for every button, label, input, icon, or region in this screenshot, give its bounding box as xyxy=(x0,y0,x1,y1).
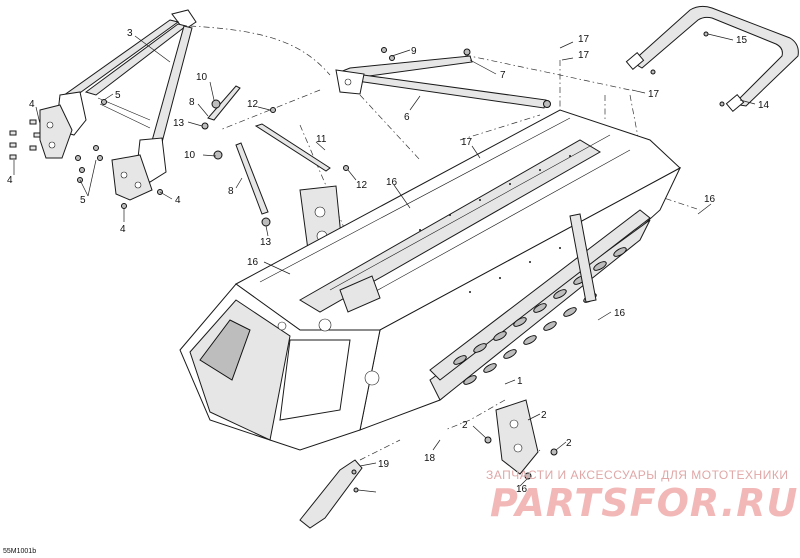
rear-plate xyxy=(484,399,558,480)
callout-16: 16 xyxy=(614,308,626,319)
side-guard xyxy=(299,459,363,529)
callout-2: 2 xyxy=(462,420,468,431)
callout-17: 16 xyxy=(704,194,716,205)
callout-10: 10 xyxy=(196,72,208,83)
callout-17: 17 xyxy=(461,137,473,148)
callout-16: 16 xyxy=(386,177,398,188)
callout-labels: 3 9 5 10 4 8 12 13 7 6 17 17 17 17 15 14… xyxy=(7,28,770,495)
callout-17: 17 xyxy=(578,50,590,61)
callout-1: 2 xyxy=(541,410,547,421)
callout-13: 13 xyxy=(173,118,185,129)
callout-3: 3 xyxy=(127,28,133,39)
callout-2: 16 xyxy=(516,484,528,495)
callout-4: 4 xyxy=(29,99,35,110)
callout-leaders xyxy=(13,33,756,493)
callout-6: 6 xyxy=(404,112,410,123)
callout-13: 13 xyxy=(260,237,272,248)
steering-support-tripod xyxy=(39,9,197,201)
diagram-reference-code: 55M1001b xyxy=(3,548,36,555)
callout-2: 2 xyxy=(566,438,572,449)
callout-5: 5 xyxy=(80,195,86,206)
callout-16: 1 xyxy=(517,376,523,387)
callout-16: 18 xyxy=(424,453,436,464)
rods xyxy=(201,85,349,227)
callout-16: 16 xyxy=(247,257,259,268)
callout-5: 5 xyxy=(115,90,121,101)
callout-8: 8 xyxy=(189,97,195,108)
callout-10: 10 xyxy=(184,150,196,161)
callout-9: 9 xyxy=(411,46,417,57)
watermark-caption: ЗАПЧАСТИ И АКСЕССУАРЫ ДЛЯ МОТОТЕХНИКИ xyxy=(486,468,788,482)
callout-12: 12 xyxy=(356,180,368,191)
callout-4: 4 xyxy=(7,175,13,186)
callout-14: 14 xyxy=(758,100,770,111)
callout-17: 17 xyxy=(648,89,660,100)
callout-4: 4 xyxy=(120,224,126,235)
callout-11: 11 xyxy=(316,134,327,145)
bolt-set-left xyxy=(9,99,163,209)
callout-7: 7 xyxy=(500,70,506,81)
upper-links xyxy=(335,47,551,109)
callout-8: 8 xyxy=(228,186,234,197)
watermark: ЗАПЧАСТИ И АКСЕССУАРЫ ДЛЯ МОТОТЕХНИКИ PA… xyxy=(486,468,798,525)
callout-12: 12 xyxy=(247,99,259,110)
rear-bumper xyxy=(625,5,799,113)
callout-17: 17 xyxy=(578,34,590,45)
watermark-logo: PARTSFOR.RU xyxy=(490,481,798,525)
callout-15: 15 xyxy=(736,35,748,46)
callout-4: 4 xyxy=(175,195,181,206)
callout-18: 19 xyxy=(378,459,390,470)
chassis-tunnel xyxy=(179,109,682,451)
